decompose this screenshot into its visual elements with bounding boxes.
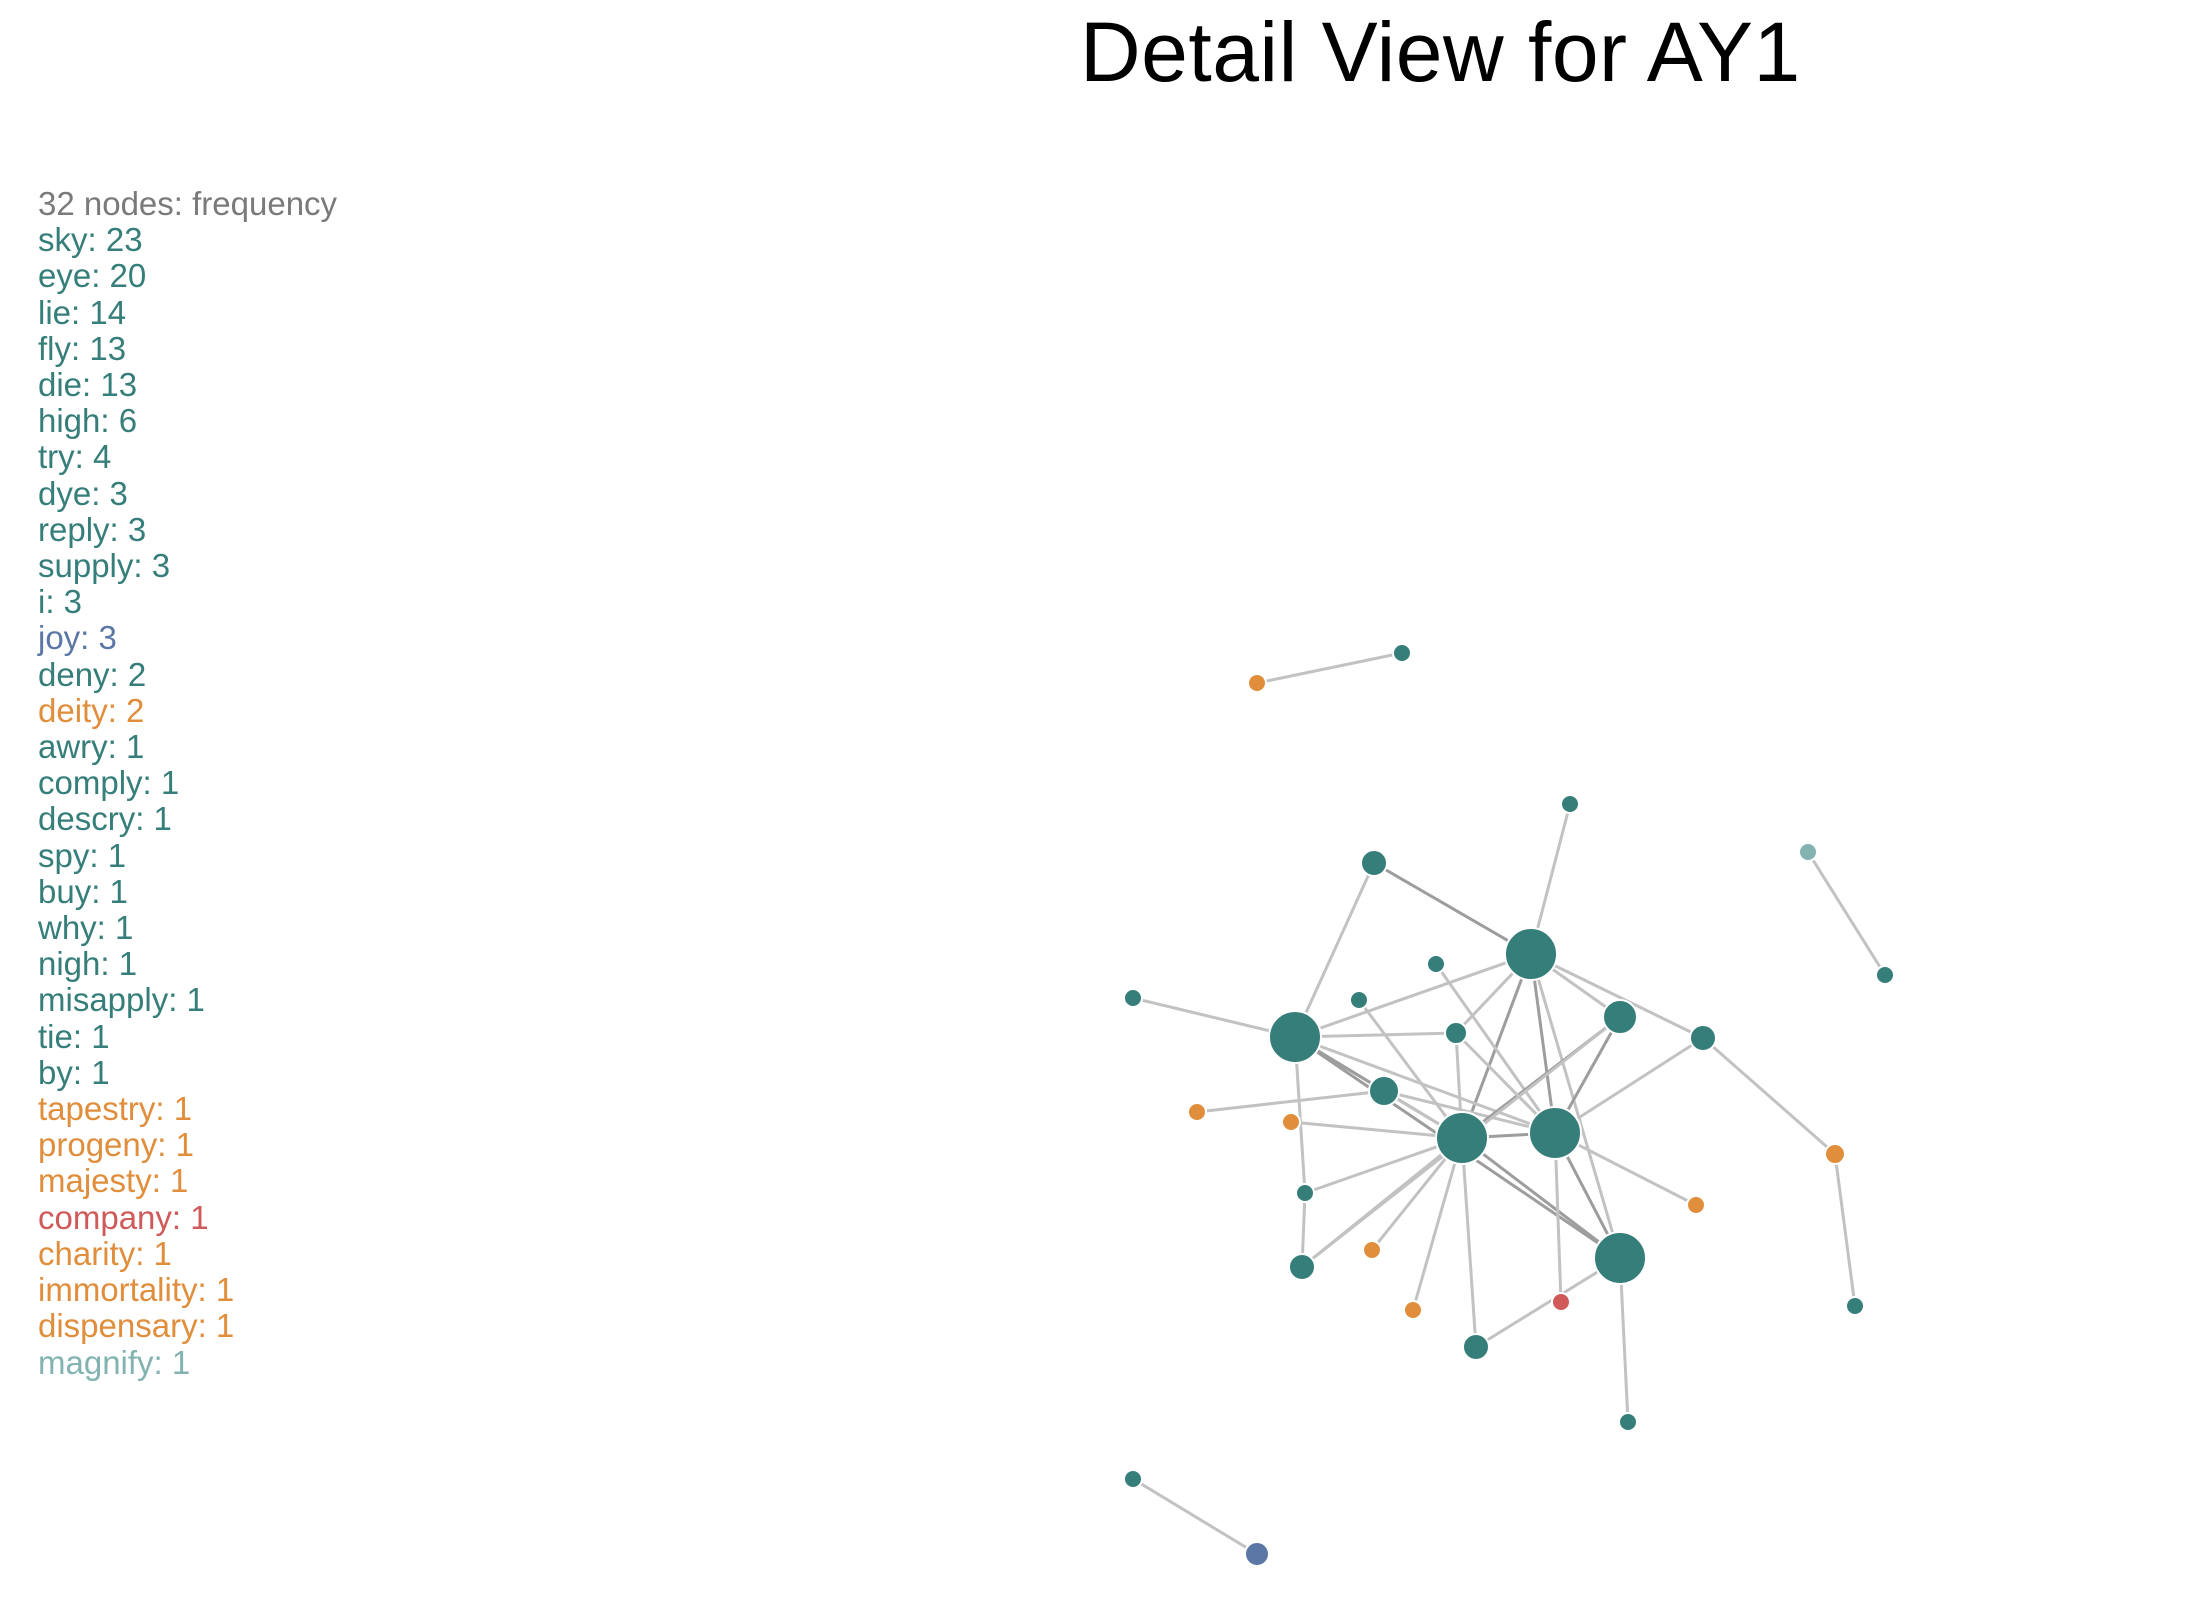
legend-entry: awry: 1 (38, 728, 145, 766)
legend-entry: nigh: 1 (38, 945, 138, 983)
graph-edge (1132, 996, 1296, 1039)
legend-entry: try: 4 (38, 438, 112, 476)
graph-node[interactable] (1349, 990, 1369, 1010)
legend-entry: buy: 1 (38, 872, 128, 910)
legend-entry: tie: 1 (38, 1017, 110, 1055)
graph-edge (1529, 953, 1622, 1259)
graph-edge (1460, 953, 1533, 1139)
legend-entry: why: 1 (38, 909, 134, 947)
graph-edge (1618, 1257, 1630, 1423)
legend-entry: dispensary: 1 (38, 1307, 235, 1345)
graph-edges (1132, 651, 1887, 1556)
legend-entry: majesty: 1 (38, 1162, 189, 1200)
legend-entry: die: 13 (38, 366, 138, 404)
graph-edge (1383, 1089, 1556, 1135)
graph-node[interactable] (1689, 1024, 1717, 1052)
graph-node[interactable] (1875, 965, 1895, 985)
legend-entry: immortality: 1 (38, 1271, 235, 1309)
legend-entry: sky: 23 (38, 221, 143, 259)
graph-node[interactable] (1504, 927, 1558, 981)
graph-edge (1411, 1137, 1464, 1311)
graph-edge (1806, 851, 1887, 976)
graph-node[interactable] (1845, 1296, 1865, 1316)
graph-node[interactable] (1403, 1300, 1423, 1320)
graph-edge (1530, 952, 1704, 1040)
graph-node[interactable] (1798, 842, 1818, 862)
legend-entry: tapestry: 1 (38, 1090, 193, 1128)
chart-title: Detail View for AY1 (1080, 5, 1801, 99)
graph-edge (1554, 1036, 1704, 1135)
graph-edge (1294, 952, 1532, 1039)
legend-entry: joy: 3 (38, 619, 117, 657)
graph-node[interactable] (1618, 1412, 1638, 1432)
graph-edge (1461, 1136, 1621, 1260)
graph-edge (1702, 1036, 1836, 1156)
graph-node[interactable] (1187, 1102, 1207, 1122)
graph-edge (1357, 999, 1464, 1139)
graph-edge (1833, 1153, 1857, 1307)
graph-node[interactable] (1281, 1112, 1301, 1132)
graph-nodes (1123, 643, 1895, 1567)
graph-node[interactable] (1602, 999, 1638, 1035)
graph-edge (1294, 1035, 1556, 1135)
graph-node[interactable] (1824, 1143, 1846, 1165)
graph-node[interactable] (1268, 1010, 1322, 1064)
graph-edge (1553, 1132, 1563, 1303)
graph-node[interactable] (1123, 1469, 1143, 1489)
graph-edge (1196, 1089, 1385, 1114)
graph-node[interactable] (1426, 954, 1446, 974)
graph-edge (1373, 861, 1532, 956)
legend-entry: dye: 3 (38, 474, 128, 512)
legend-entry: company: 1 (38, 1198, 209, 1236)
legend-entry: eye: 20 (38, 257, 147, 295)
graph-node[interactable] (1288, 1253, 1316, 1281)
graph-node[interactable] (1392, 643, 1412, 663)
graph-node[interactable] (1295, 1183, 1315, 1203)
legend-entry: deny: 2 (38, 655, 147, 693)
graph-node[interactable] (1686, 1195, 1706, 1215)
graph-edge (1460, 1137, 1478, 1348)
graph-node[interactable] (1362, 1240, 1382, 1260)
graph-edge (1132, 1477, 1258, 1556)
graph-node[interactable] (1247, 673, 1267, 693)
legend-entry: reply: 3 (38, 510, 147, 548)
graph-node[interactable] (1435, 1111, 1489, 1165)
graph-edge (1293, 862, 1376, 1038)
graph-node[interactable] (1360, 849, 1388, 877)
legend-entry: progeny: 1 (38, 1126, 194, 1164)
graph-node[interactable] (1244, 1541, 1270, 1567)
graph-node[interactable] (1593, 1231, 1647, 1285)
legend-entry: comply: 1 (38, 764, 180, 802)
graph-edge (1529, 953, 1557, 1134)
graph-node[interactable] (1528, 1106, 1582, 1160)
graph-node[interactable] (1123, 988, 1143, 1008)
graph-node[interactable] (1368, 1075, 1400, 1107)
graph-node[interactable] (1560, 794, 1580, 814)
legend-entry: i: 3 (38, 583, 83, 621)
graph-edge (1475, 1256, 1621, 1349)
graph-edge (1304, 1136, 1463, 1195)
legend-entry: magnify: 1 (38, 1343, 191, 1381)
graph-node[interactable] (1444, 1021, 1468, 1045)
legend-header: 32 nodes: frequency (38, 185, 338, 222)
graph-edge (1256, 651, 1403, 685)
legend-entry: fly: 13 (38, 329, 127, 367)
legend-entry: high: 6 (38, 402, 138, 440)
legend-entry: deity: 2 (38, 691, 145, 729)
legend-entry: lie: 14 (38, 293, 127, 331)
graph-node[interactable] (1551, 1292, 1571, 1312)
legend-entry: spy: 1 (38, 836, 127, 874)
legend-entry: misapply: 1 (38, 981, 205, 1019)
legend-entry: descry: 1 (38, 800, 172, 838)
legend-entry: supply: 3 (38, 547, 171, 585)
graph-edge (1290, 1120, 1463, 1140)
legend-entry: by: 1 (38, 1053, 110, 1091)
legend-entry: charity: 1 (38, 1234, 172, 1272)
graph-edge (1434, 963, 1557, 1134)
graph-node[interactable] (1462, 1333, 1490, 1361)
